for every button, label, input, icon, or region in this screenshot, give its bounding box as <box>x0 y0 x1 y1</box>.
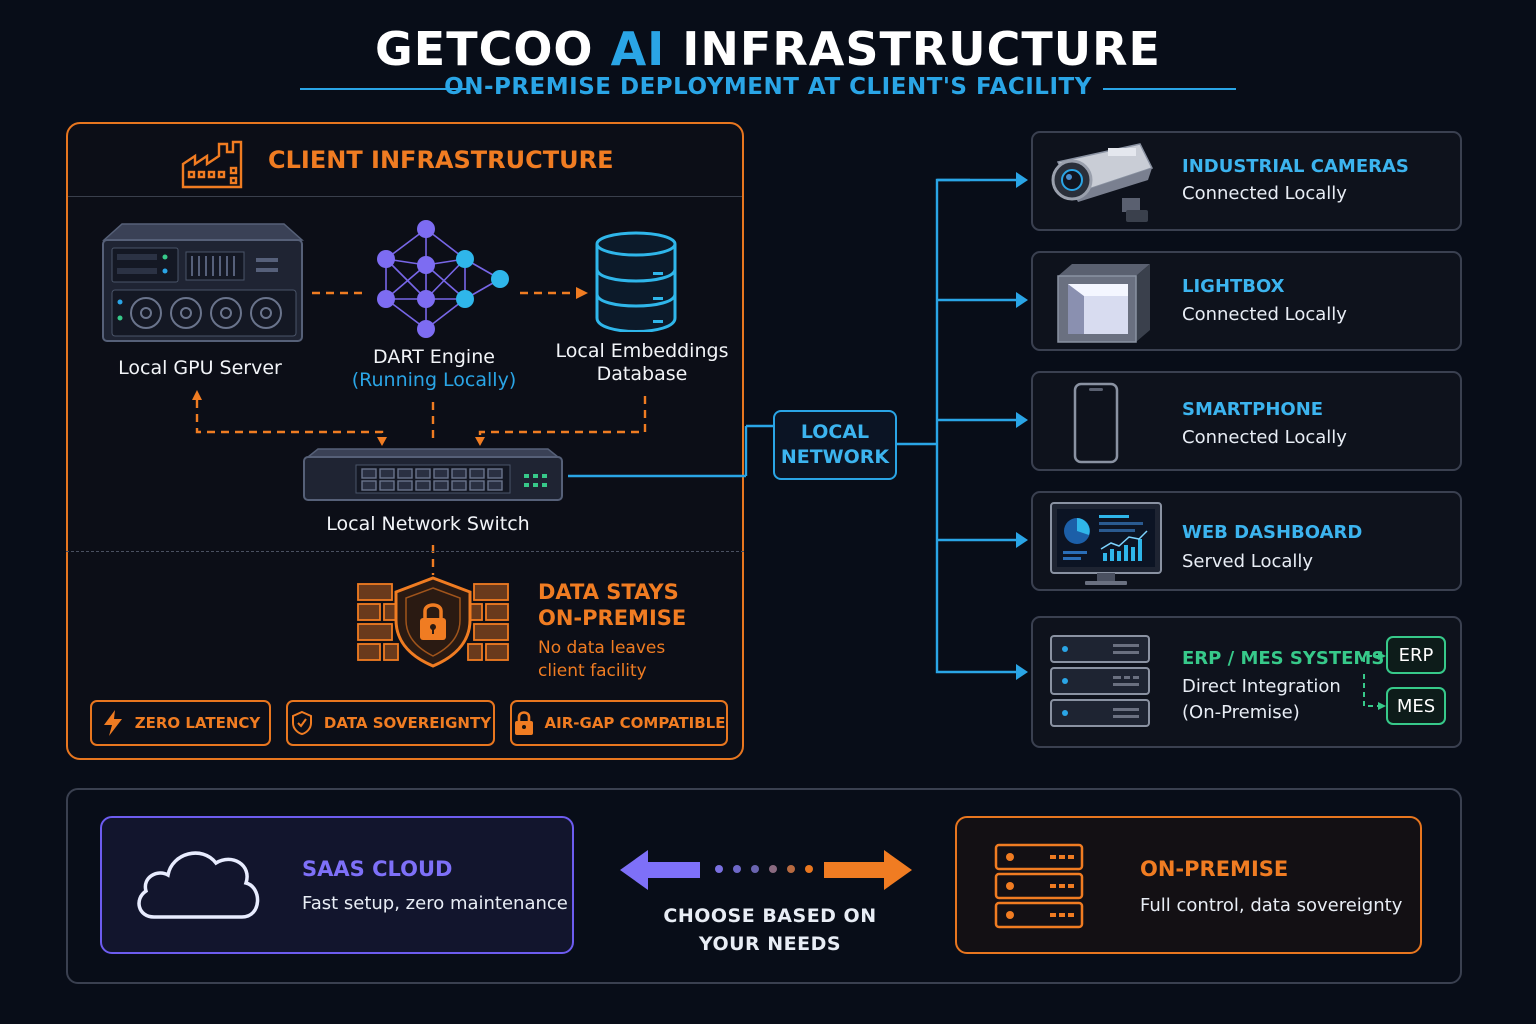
erp-mes-status: Direct Integration <box>1182 676 1341 697</box>
lightbox-icon <box>1057 264 1150 343</box>
embeddings-database-label: Local Embeddings Database <box>555 340 729 385</box>
lightbox-title: LIGHTBOX <box>1182 276 1285 297</box>
cameras-status: Connected Locally <box>1182 183 1347 204</box>
deployment-options-panel <box>66 788 1462 984</box>
network-connectors <box>568 172 1028 680</box>
page-title: GETCOO AI INFRASTRUCTURE <box>375 22 1161 76</box>
server-rack-icon <box>1050 635 1150 727</box>
lightning-icon <box>103 710 122 736</box>
camera-icon <box>1051 143 1154 222</box>
local-network-node: LOCAL NETWORK <box>773 410 897 480</box>
data-sovereignty-badge: DATA SOVEREIGNTY <box>286 700 495 746</box>
mes-chip: MES <box>1386 687 1446 725</box>
network-switch-icon <box>303 448 563 501</box>
gpu-server-label: Local GPU Server <box>118 357 282 379</box>
security-divider <box>66 551 744 552</box>
on-premise-description: Full control, data sovereignty <box>1140 895 1403 916</box>
cameras-title: INDUSTRIAL CAMERAS <box>1182 156 1409 177</box>
cloud-icon <box>137 851 260 919</box>
factory-icon <box>181 140 243 189</box>
saas-description: Fast setup, zero maintenance <box>302 893 568 914</box>
subtitle-rule-right <box>1103 88 1236 90</box>
page-subtitle: ON-PREMISE DEPLOYMENT AT CLIENT'S FACILI… <box>444 74 1092 100</box>
on-premise-title: ON-PREMISE <box>1140 857 1289 881</box>
lock-icon <box>514 711 533 735</box>
title-accent: AI <box>610 22 666 76</box>
dashboard-title: WEB DASHBOARD <box>1182 522 1363 543</box>
database-icon <box>595 231 677 332</box>
erp-chip: ERP <box>1386 636 1446 674</box>
air-gap-badge: AIR-GAP COMPATIBLE <box>510 700 728 746</box>
smartphone-title: SMARTPHONE <box>1182 399 1324 420</box>
panel-divider <box>68 196 742 197</box>
client-infrastructure-title: CLIENT INFRASTRUCTURE <box>268 146 614 174</box>
neural-network-icon <box>377 220 509 338</box>
subtitle-rule-left <box>300 88 470 90</box>
smartphone-icon <box>1073 382 1119 464</box>
dashboard-status: Served Locally <box>1182 551 1314 572</box>
shield-icon <box>291 710 312 736</box>
internal-connectors <box>192 287 647 575</box>
on-premise-server-icon <box>994 843 1084 929</box>
firewall-shield-icon <box>357 576 509 668</box>
choose-caption: CHOOSE BASED ON YOUR NEEDS <box>663 905 877 955</box>
smartphone-status: Connected Locally <box>1182 427 1347 448</box>
integration-connector <box>1363 652 1386 710</box>
dashboard-monitor-icon <box>1050 502 1162 585</box>
network-switch-label: Local Network Switch <box>326 513 530 535</box>
erp-mes-status-detail: (On-Premise) <box>1182 702 1300 723</box>
erp-mes-title: ERP / MES SYSTEMS <box>1182 648 1385 669</box>
saas-cloud-option <box>100 816 574 954</box>
zero-latency-badge: ZERO LATENCY <box>90 700 271 746</box>
gpu-server-icon <box>102 223 304 342</box>
choice-arrows <box>620 850 912 890</box>
on-premise-option <box>955 816 1422 954</box>
saas-title: SAAS CLOUD <box>302 857 453 881</box>
dart-engine-status: (Running Locally) <box>351 369 517 391</box>
dart-engine-label: DART Engine (Running Locally) <box>334 346 534 392</box>
data-stays-block: DATA STAYS ON-PREMISE No data leaves cli… <box>538 580 687 681</box>
lightbox-status: Connected Locally <box>1182 304 1347 325</box>
